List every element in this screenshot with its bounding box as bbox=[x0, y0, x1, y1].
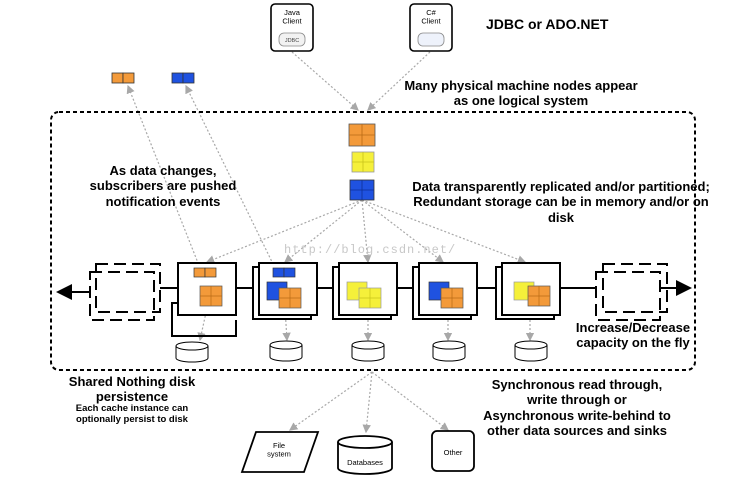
java-client-lib: JDBC bbox=[285, 38, 299, 44]
placeholder-node-left bbox=[56, 263, 161, 321]
databases-sink: Databases bbox=[337, 435, 393, 475]
shared-nothing-label: Shared Nothing disk persistence bbox=[68, 374, 196, 405]
persist-note-label: Each cache instance can optionally persi… bbox=[75, 403, 189, 426]
logical-system-label: Many physical machine nodes appear as on… bbox=[404, 78, 638, 109]
cache-node bbox=[332, 262, 398, 320]
watermark: http://blog.csdn.net/ bbox=[284, 243, 457, 257]
disk-icon bbox=[175, 341, 209, 363]
databases-label: Databases bbox=[347, 458, 383, 467]
disk-icon bbox=[514, 340, 548, 362]
other-sink: Other bbox=[431, 430, 475, 472]
csharp-client-label: C#Client bbox=[421, 8, 441, 26]
subscriber-blue bbox=[171, 72, 195, 84]
data-stack bbox=[348, 123, 376, 201]
cache-node bbox=[495, 262, 561, 320]
disk-icon bbox=[432, 340, 466, 362]
replicated-label: Data transparently replicated and/or par… bbox=[412, 179, 710, 225]
disk-icon bbox=[351, 340, 385, 362]
cache-node bbox=[412, 262, 478, 320]
subscribers-label: As data changes, subscribers are pushed … bbox=[89, 163, 237, 209]
csharp-client: C#Client bbox=[409, 3, 453, 52]
subscriber-orange bbox=[111, 72, 135, 84]
cache-node bbox=[252, 262, 318, 320]
disk-icon bbox=[269, 340, 303, 362]
capacity-label: Increase/Decrease capacity on the fly bbox=[575, 320, 691, 351]
other-label: Other bbox=[444, 448, 463, 457]
jdbc-ado-label: JDBC or ADO.NET bbox=[486, 16, 609, 32]
sync-label: Synchronous read through, write through … bbox=[483, 377, 671, 438]
cache-node bbox=[177, 262, 237, 316]
placeholder-node-right bbox=[595, 263, 692, 321]
